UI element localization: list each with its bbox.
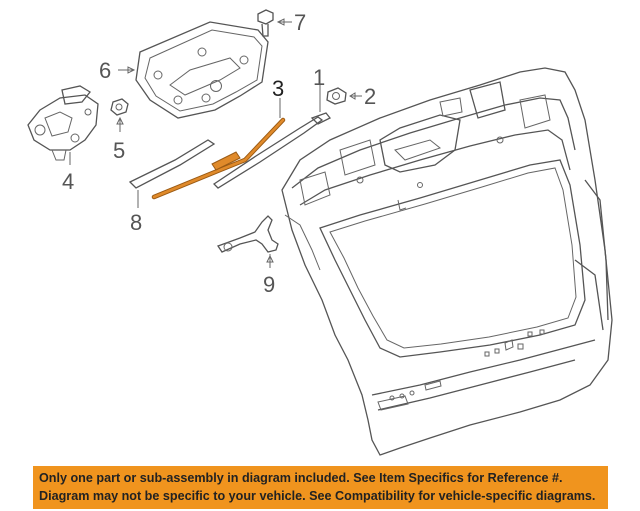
callout-6: 6 bbox=[99, 58, 111, 83]
part-1-wiper-arm bbox=[212, 84, 332, 189]
callout-4: 4 bbox=[62, 169, 74, 194]
part-9-washer-hose bbox=[217, 215, 279, 268]
callout-9: 9 bbox=[263, 272, 275, 297]
part-4-wiper-motor bbox=[27, 85, 99, 165]
part-5-bolt bbox=[110, 98, 129, 132]
part-7-screw bbox=[257, 9, 292, 37]
disclaimer-banner: Only one part or sub-assembly in diagram… bbox=[33, 466, 608, 509]
callout-8: 8 bbox=[130, 210, 142, 235]
part-6-cover bbox=[118, 21, 269, 119]
part-8-blade-insert bbox=[128, 139, 216, 208]
callout-2: 2 bbox=[364, 84, 376, 109]
disclaimer-line-1: Only one part or sub-assembly in diagram… bbox=[39, 471, 563, 485]
part-2-nut bbox=[326, 87, 362, 105]
part-3-wiper-blade bbox=[151, 98, 286, 200]
parts-diagram: 1 2 3 4 5 6 7 8 9 bbox=[27, 9, 613, 456]
disclaimer-line-2: Diagram may not be specific to your vehi… bbox=[39, 489, 596, 503]
liftgate-assembly bbox=[281, 67, 613, 456]
callout-7: 7 bbox=[294, 10, 306, 35]
callout-5: 5 bbox=[113, 138, 125, 163]
callout-1: 1 bbox=[313, 65, 325, 90]
callout-3: 3 bbox=[272, 76, 284, 101]
